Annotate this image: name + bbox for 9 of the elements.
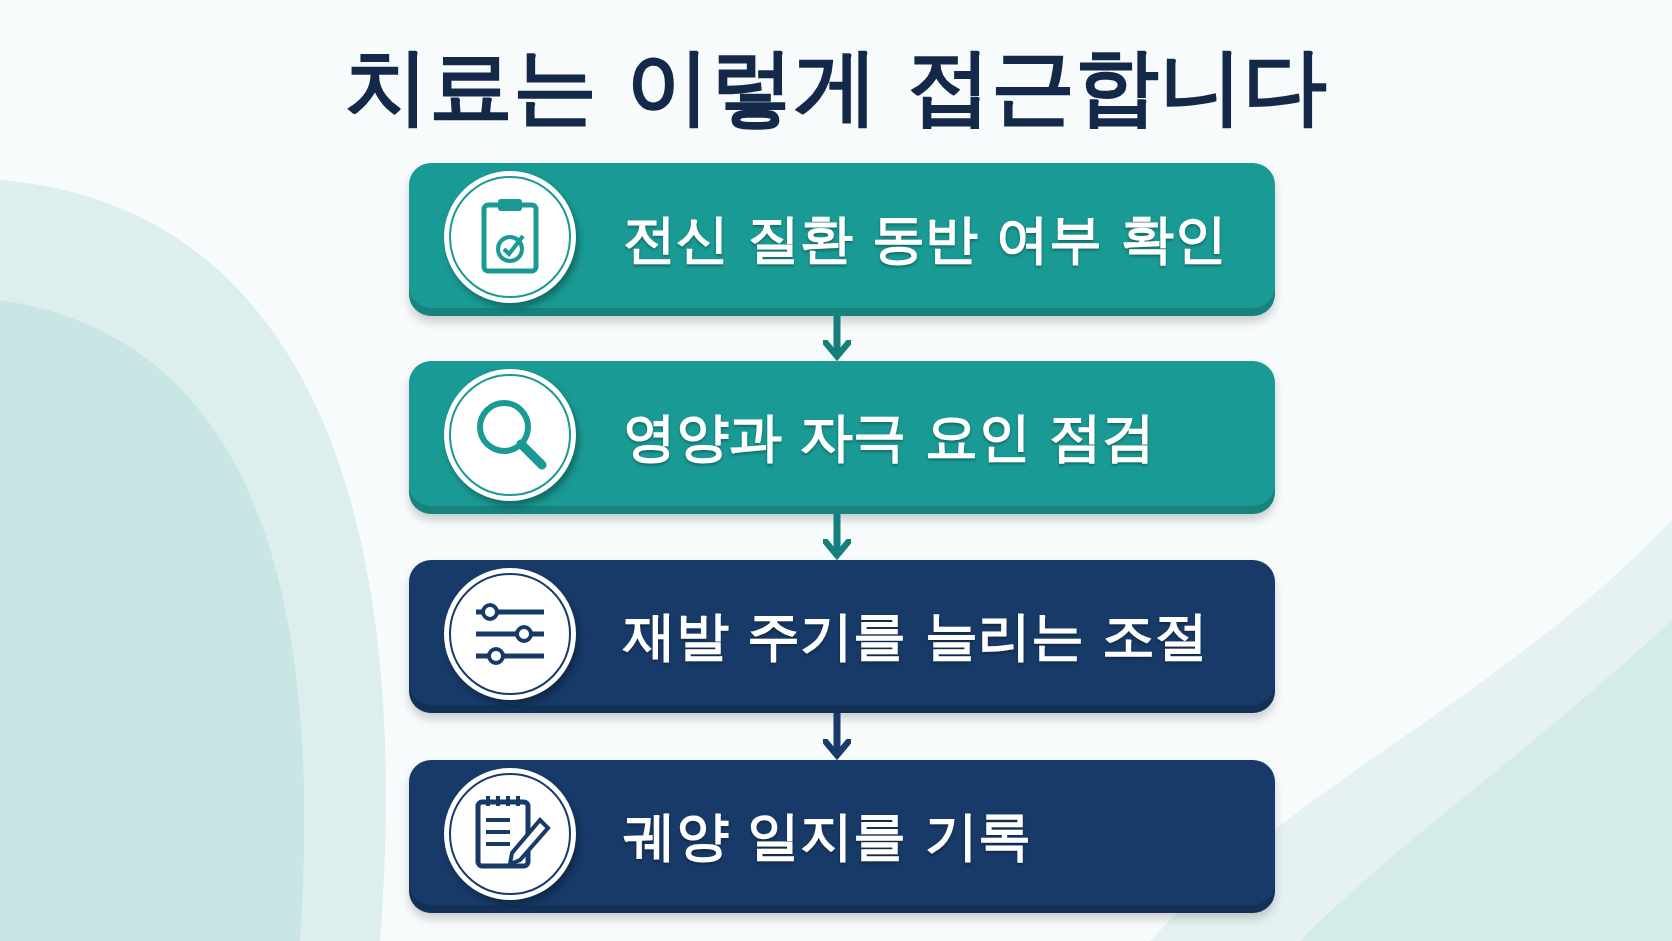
step-label: 재발 주기를 늘리는 조절 [623, 603, 1209, 668]
step-box [409, 163, 1275, 316]
title: 치료는 이렇게 접근합니다 [343, 38, 1329, 134]
step-label: 영양과 자극 요인 점검 [623, 404, 1156, 469]
step-box [409, 361, 1275, 514]
step-box [409, 760, 1275, 913]
step-label: 궤양 일지를 기록 [623, 803, 1031, 868]
step-box [409, 560, 1275, 713]
step-label: 전신 질환 동반 여부 확인 [623, 206, 1227, 271]
